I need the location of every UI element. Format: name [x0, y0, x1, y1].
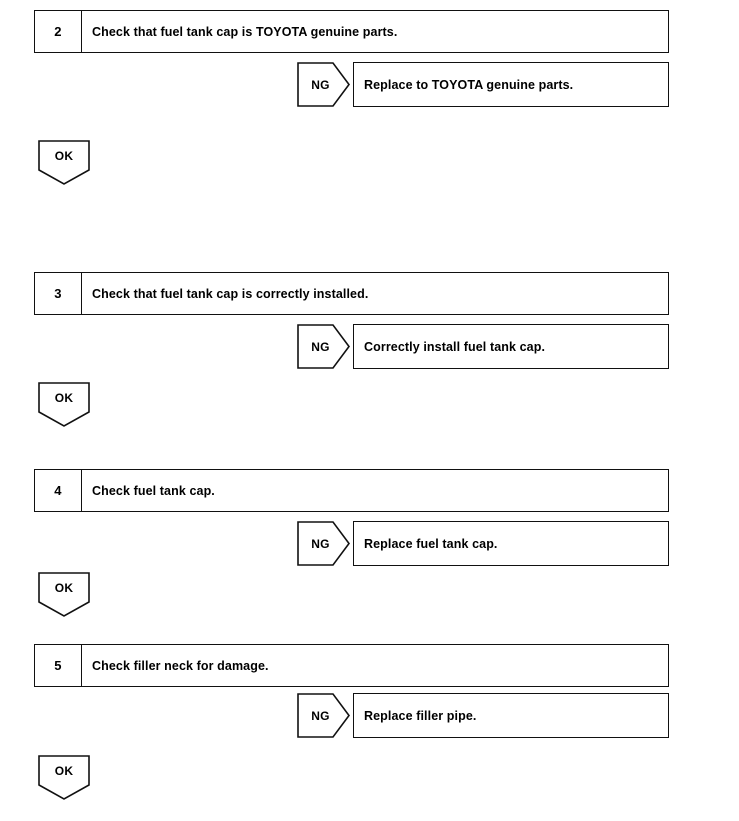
- ng-label: NG: [311, 77, 330, 92]
- step-row-2: 2 Check that fuel tank cap is TOYOTA gen…: [34, 10, 669, 53]
- step-number: 2: [35, 11, 82, 52]
- ng-label: NG: [311, 339, 330, 354]
- ok-pentagon-icon: [38, 572, 90, 617]
- step-number: 4: [35, 470, 82, 511]
- step-row-5: 5 Check filler neck for damage.: [34, 644, 669, 687]
- ng-label: NG: [311, 536, 330, 551]
- ng-tag: NG: [297, 521, 350, 566]
- step-check-text: Check fuel tank cap.: [92, 483, 215, 498]
- ng-action-text: Replace fuel tank cap.: [353, 521, 669, 566]
- ok-pentagon-icon: [38, 755, 90, 800]
- ng-tag: NG: [297, 62, 350, 107]
- ok-pentagon-icon: [38, 382, 90, 427]
- ok-label: OK: [54, 581, 74, 595]
- ok-flag-3: OK: [38, 382, 90, 427]
- ok-label: OK: [54, 149, 74, 163]
- ok-label: OK: [54, 764, 74, 778]
- ok-flag-4: OK: [38, 572, 90, 617]
- ng-action-text: Replace filler pipe.: [353, 693, 669, 738]
- ok-label: OK: [54, 391, 74, 405]
- ng-action-text: Replace to TOYOTA genuine parts.: [353, 62, 669, 107]
- ng-action-text: Correctly install fuel tank cap.: [353, 324, 669, 369]
- step-row-4: 4 Check fuel tank cap.: [34, 469, 669, 512]
- ng-tag: NG: [297, 693, 350, 738]
- ng-tag: NG: [297, 324, 350, 369]
- ng-label: NG: [311, 708, 330, 723]
- step-check-text: Check filler neck for damage.: [92, 658, 269, 673]
- ok-flag-5: OK: [38, 755, 90, 800]
- step-row-3: 3 Check that fuel tank cap is correctly …: [34, 272, 669, 315]
- step-number: 5: [35, 645, 82, 686]
- ok-pentagon-icon: [38, 140, 90, 185]
- ok-flag-2: OK: [38, 140, 90, 185]
- step-check-text: Check that fuel tank cap is correctly in…: [92, 286, 369, 301]
- step-number: 3: [35, 273, 82, 314]
- step-check-text: Check that fuel tank cap is TOYOTA genui…: [92, 24, 398, 39]
